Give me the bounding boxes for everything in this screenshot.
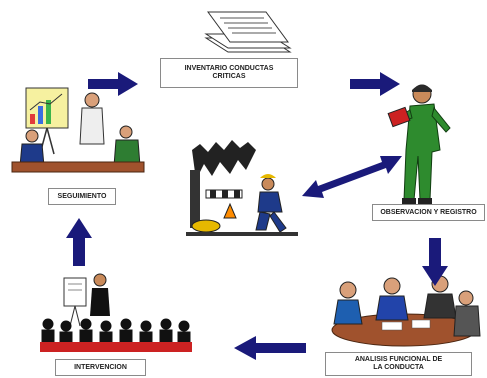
meeting-table-icon	[331, 275, 481, 347]
label-line: CRITICAS	[212, 73, 246, 80]
document-stack-icon	[204, 11, 292, 53]
node-seguimiento-label: SEGUIMIENTO	[48, 188, 116, 205]
label-line: ANALISIS FUNCIONAL DE	[354, 356, 443, 363]
arrow-down-right	[422, 238, 448, 286]
label-line: OBSERVACION Y REGISTRO	[380, 208, 477, 216]
node-observacion-label: OBSERVACION Y REGISTRO	[372, 204, 485, 221]
worker-clipboard-icon	[387, 84, 451, 204]
arrow-double-diagonal	[302, 156, 402, 198]
arrow-right-top-left	[88, 72, 138, 96]
chart-presentation-icon	[11, 87, 145, 173]
audience-presentation-icon	[40, 273, 192, 352]
arrow-right-top-right	[350, 72, 400, 96]
node-inventario-label: INVENTARIO CONDUCTAS CRITICAS	[160, 58, 298, 88]
node-analisis-label: ANALISIS FUNCIONAL DE LA CONDUCTA	[325, 352, 472, 376]
label-line: INTERVENCION	[74, 363, 127, 371]
label-line: INVENTARIO CONDUCTAS	[184, 65, 274, 72]
arrow-up-left	[66, 218, 92, 266]
arrow-left-bottom	[234, 336, 306, 360]
label-line: SEGUIMIENTO	[57, 192, 107, 200]
mine-worker-icon	[186, 140, 298, 236]
node-intervencion-label: INTERVENCION	[55, 359, 146, 376]
label-line: LA CONDUCTA	[373, 364, 424, 371]
